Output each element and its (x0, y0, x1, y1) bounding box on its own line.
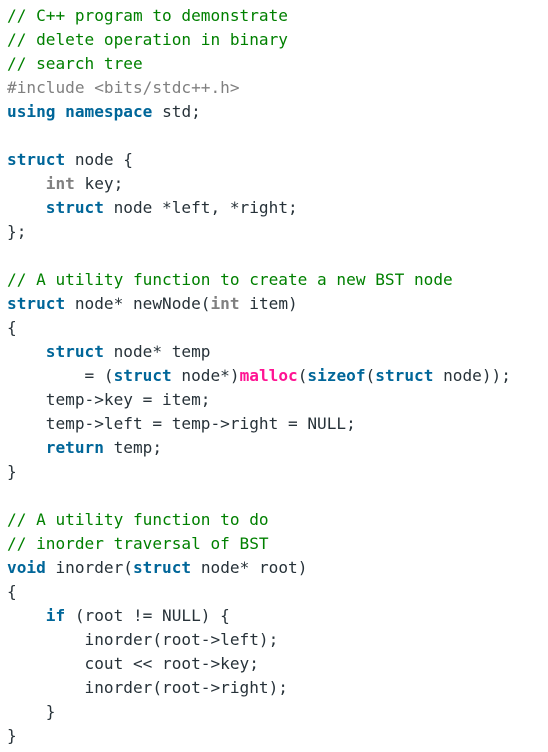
code-token: inorder(root->left); (7, 630, 279, 649)
code-line: } (7, 460, 511, 484)
code-token: temp->left = temp->right = NULL; (7, 414, 356, 433)
code-token: node* temp (103, 342, 211, 361)
code-token: node)); (433, 366, 511, 385)
code-line: }; (7, 220, 511, 244)
code-line: void inorder(struct node* root) (7, 556, 511, 580)
comment-token: // A utility function to create a new BS… (7, 270, 453, 289)
code-token: cout << root->key; (7, 654, 259, 673)
keyword-token: struct (7, 294, 66, 313)
code-line: using namespace std; (7, 100, 511, 124)
code-token: node* newNode( (65, 294, 211, 313)
code-line: // A utility function to create a new BS… (7, 268, 511, 292)
keyword-token: struct (45, 198, 104, 217)
code-token: std; (152, 102, 201, 121)
code-line: temp->left = temp->right = NULL; (7, 412, 511, 436)
keyword-token: struct (375, 366, 434, 385)
type-token: int (45, 174, 75, 193)
code-token: ( (365, 366, 376, 385)
code-token: } (7, 702, 56, 721)
code-line: temp->key = item; (7, 388, 511, 412)
keyword-token: return (45, 438, 104, 457)
code-token (7, 606, 46, 625)
comment-token: // inorder traversal of BST (7, 534, 269, 553)
comment-token: // C++ program to demonstrate (7, 6, 288, 25)
function-token: malloc (239, 366, 298, 385)
code-line: } (7, 700, 511, 724)
code-token: item) (239, 294, 298, 313)
code-line: inorder(root->left); (7, 628, 511, 652)
keyword-token: namespace (65, 102, 153, 121)
code-token: key; (74, 174, 124, 193)
code-token: } (7, 462, 17, 481)
code-token (55, 102, 65, 121)
comment-token: // delete operation in binary (7, 30, 288, 49)
code-line: { (7, 316, 511, 340)
code-line: return temp; (7, 436, 511, 460)
code-token (7, 174, 46, 193)
keyword-token: sizeof (307, 366, 366, 385)
code-token: { (7, 318, 17, 337)
code-token (7, 438, 46, 457)
code-line (7, 124, 511, 148)
code-token: node*) (171, 366, 240, 385)
code-line: #include <bits/stdc++.h> (7, 76, 511, 100)
code-token: node *left, *right; (103, 198, 298, 217)
comment-token: // search tree (7, 54, 143, 73)
code-token: node { (65, 150, 133, 169)
code-line: // inorder traversal of BST (7, 532, 511, 556)
code-line: struct node { (7, 148, 511, 172)
code-line: { (7, 580, 511, 604)
code-token: inorder( (45, 558, 133, 577)
code-line: } (7, 724, 511, 748)
keyword-token: struct (113, 366, 172, 385)
code-token (7, 342, 46, 361)
code-line: struct node* newNode(int item) (7, 292, 511, 316)
type-token: int (210, 294, 240, 313)
code-line: // search tree (7, 52, 511, 76)
code-line: if (root != NULL) { (7, 604, 511, 628)
code-line: = (struct node*)malloc(sizeof(struct nod… (7, 364, 511, 388)
code-token: node* root) (191, 558, 308, 577)
code-block: // C++ program to demonstrate // delete o… (7, 4, 511, 748)
code-token: temp; (103, 438, 163, 457)
keyword-token: if (45, 606, 66, 625)
code-line: // C++ program to demonstrate (7, 4, 511, 28)
code-line: struct node *left, *right; (7, 196, 511, 220)
code-token: inorder(root->right); (7, 678, 289, 697)
code-line (7, 244, 511, 268)
code-line: inorder(root->right); (7, 676, 511, 700)
code-line (7, 484, 511, 508)
code-line: struct node* temp (7, 340, 511, 364)
code-token: = ( (7, 366, 114, 385)
code-token: (root != NULL) { (65, 606, 230, 625)
preprocessor-token: #include <bits/stdc++.h> (7, 78, 240, 97)
keyword-token: using (7, 102, 56, 121)
code-line: cout << root->key; (7, 652, 511, 676)
code-token: temp->key = item; (7, 390, 211, 409)
code-line: // A utility function to do (7, 508, 511, 532)
code-token: } (7, 726, 17, 745)
keyword-token: void (7, 558, 46, 577)
keyword-token: struct (45, 342, 104, 361)
comment-token: // A utility function to do (7, 510, 269, 529)
code-token: }; (7, 222, 27, 241)
code-token: { (7, 582, 17, 601)
code-line: int key; (7, 172, 511, 196)
code-token (7, 198, 46, 217)
keyword-token: struct (132, 558, 192, 577)
keyword-token: struct (7, 150, 66, 169)
code-line: // delete operation in binary (7, 28, 511, 52)
code-token: ( (297, 366, 308, 385)
